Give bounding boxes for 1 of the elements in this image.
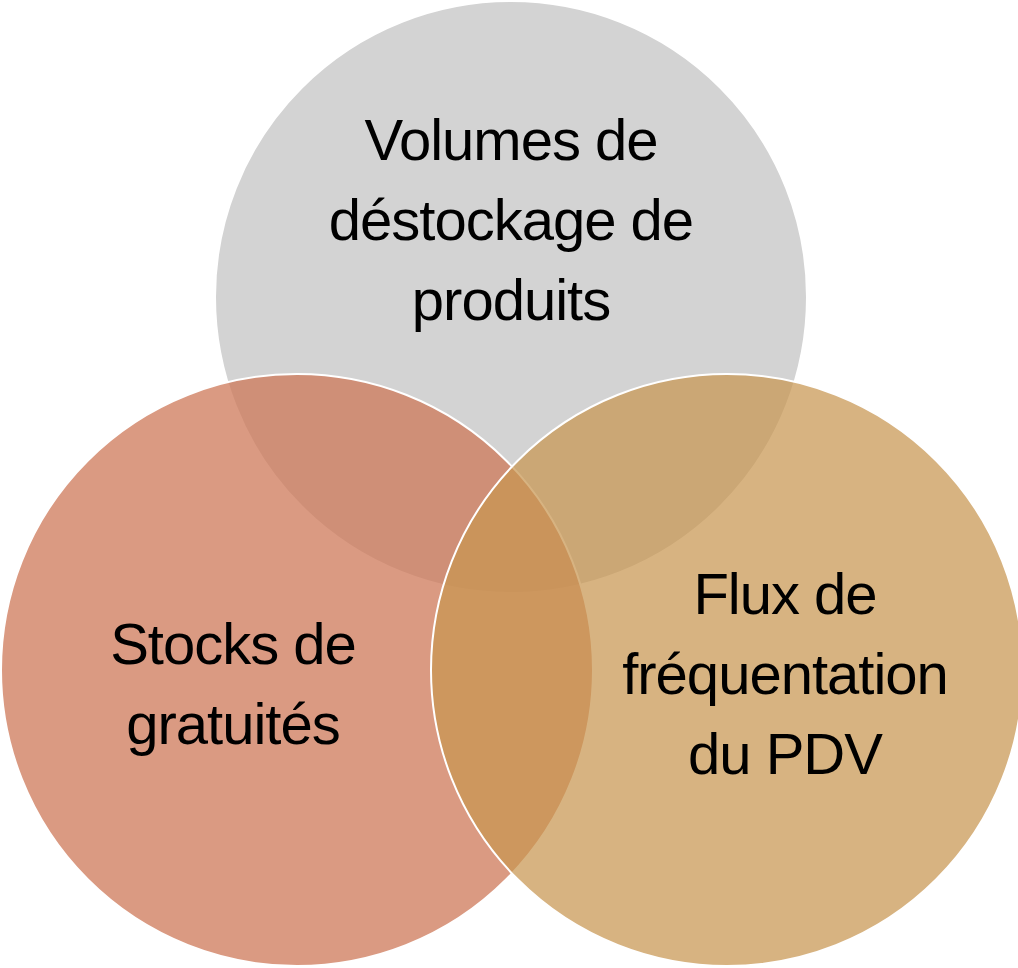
circle-label: Stocks de gratuités (53, 604, 413, 764)
